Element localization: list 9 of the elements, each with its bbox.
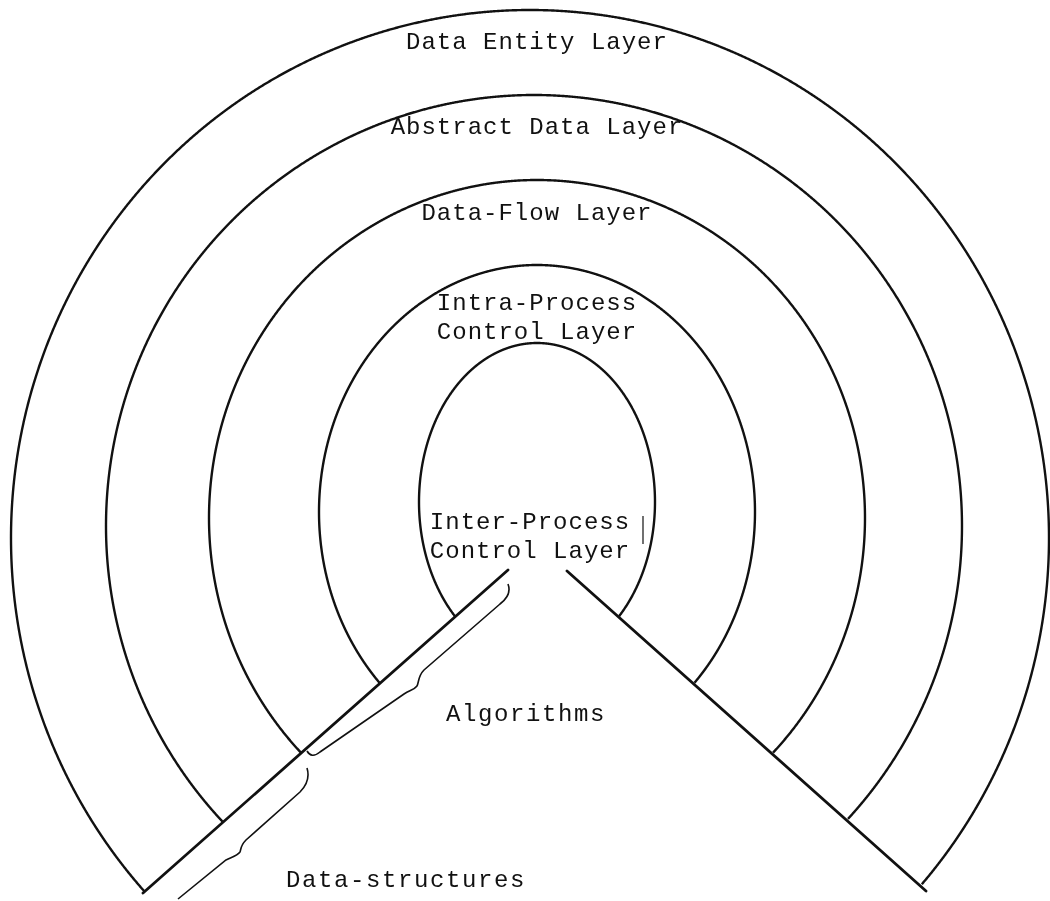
layer-label: Abstract Data Layer: [389, 112, 685, 142]
layer-label: Data-Flow Layer: [420, 198, 654, 228]
layer-band: [9, 8, 1050, 894]
bracket-label: Data-structures: [286, 867, 527, 895]
layer-band: [104, 93, 964, 825]
layer-label: Intra-Process Control Layer: [435, 289, 639, 347]
layer-label: Inter-Process Control Layer: [428, 508, 632, 566]
bracket-label: Algorithms: [446, 701, 607, 729]
layer-label: Data Entity Layer: [405, 27, 669, 57]
